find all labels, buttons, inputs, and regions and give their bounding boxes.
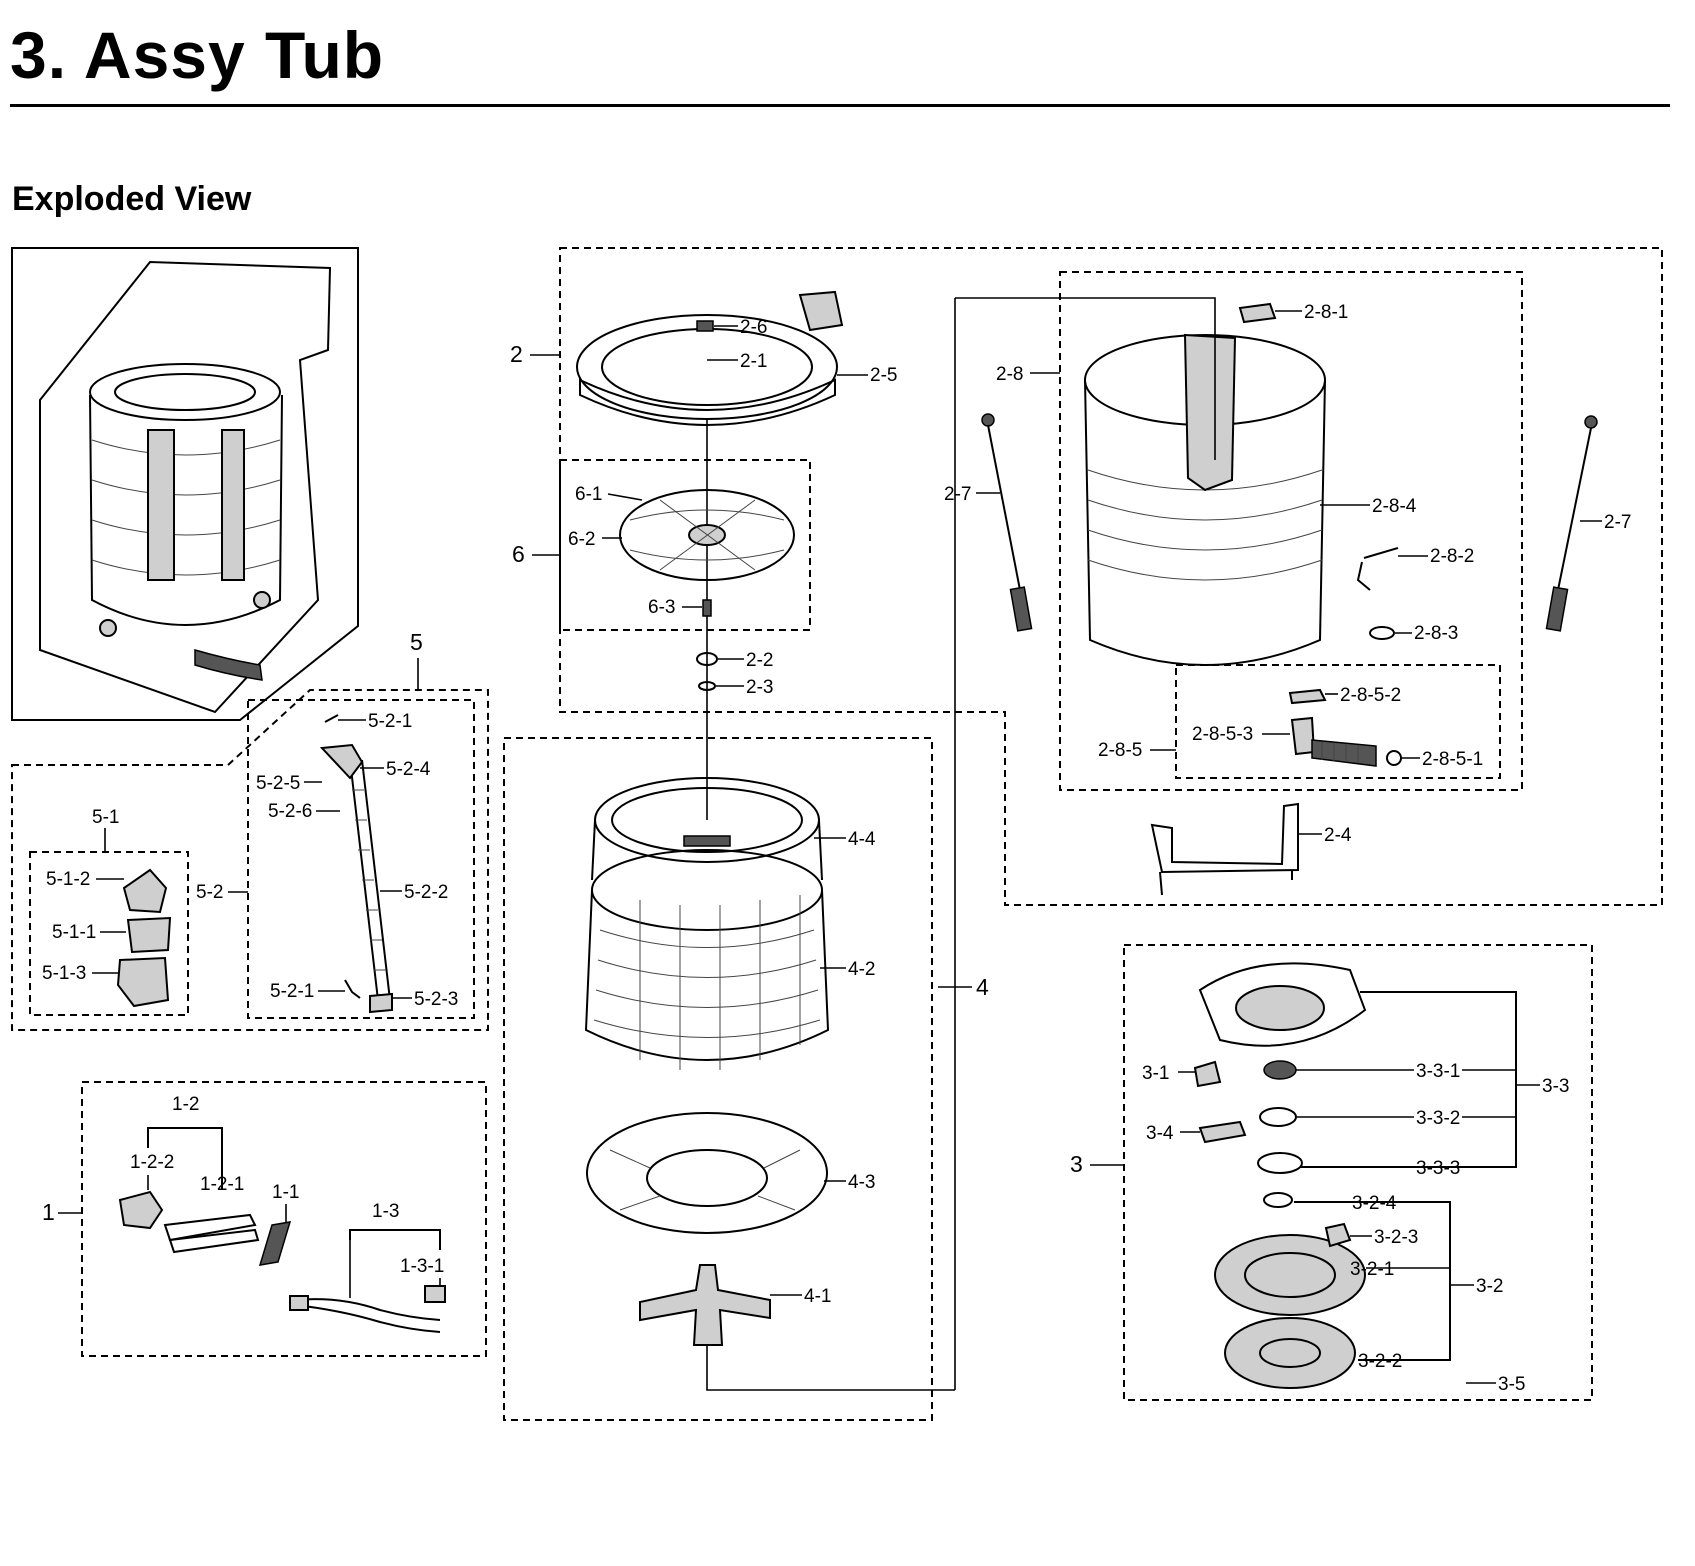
label-5-2-1-bottom: 5-2-1 bbox=[270, 981, 314, 1002]
label-3-2-1: 3-2-1 bbox=[1350, 1259, 1394, 1280]
label-4: 4 bbox=[976, 974, 989, 1000]
wire-harness-icon bbox=[289, 1285, 446, 1333]
label-2-8-5-3: 2-8-5-3 bbox=[1192, 724, 1253, 745]
label-2-7-left: 2-7 bbox=[944, 484, 971, 505]
label-5-1-2: 5-1-2 bbox=[46, 869, 90, 890]
group-2-8-outer-tub: 2-8-1 2-8 2-7 2-7 2-8-4 2-8-2 2-8-3 bbox=[944, 271, 1631, 1390]
label-2: 2 bbox=[510, 341, 523, 367]
title-rule bbox=[10, 104, 1670, 107]
label-5-1-3: 5-1-3 bbox=[42, 963, 86, 984]
drain-hose-icon bbox=[1290, 716, 1377, 767]
label-5: 5 bbox=[410, 629, 423, 655]
pulsator-disc-icon bbox=[619, 489, 795, 581]
label-1-3-1: 1-3-1 bbox=[400, 1256, 444, 1277]
label-2-2: 2-2 bbox=[746, 650, 773, 671]
overview-panel bbox=[11, 247, 359, 721]
label-2-8-3: 2-8-3 bbox=[1414, 623, 1458, 644]
label-2-8-2: 2-8-2 bbox=[1430, 546, 1474, 567]
label-3-2: 3-2 bbox=[1476, 1276, 1503, 1297]
label-3-3-3: 3-3-3 bbox=[1416, 1158, 1460, 1179]
label-5-1-1: 5-1-1 bbox=[52, 922, 96, 943]
label-5-2-1-top: 5-2-1 bbox=[368, 711, 412, 732]
label-1-2: 1-2 bbox=[172, 1094, 199, 1115]
label-4-3: 4-3 bbox=[848, 1172, 875, 1193]
label-2-6: 2-6 bbox=[740, 317, 767, 338]
group-3-motor: 3 3-1 3-4 3-3-1 3-3-2 3-3-3 3-3 bbox=[1070, 944, 1593, 1401]
label-5-2-6: 5-2-6 bbox=[268, 801, 312, 822]
label-1-2-1: 1-2-1 bbox=[200, 1174, 244, 1195]
suspension-rod-right bbox=[1545, 415, 1598, 632]
label-3-4: 3-4 bbox=[1146, 1123, 1174, 1144]
label-1-1: 1-1 bbox=[272, 1182, 299, 1203]
label-2-7-right: 2-7 bbox=[1604, 512, 1631, 533]
label-3: 3 bbox=[1070, 1151, 1083, 1177]
label-6-2: 6-2 bbox=[568, 529, 595, 550]
label-2-8-4: 2-8-4 bbox=[1372, 496, 1417, 517]
label-2-8-5: 2-8-5 bbox=[1098, 740, 1142, 761]
label-3-5: 3-5 bbox=[1498, 1374, 1525, 1395]
label-2-3: 2-3 bbox=[746, 677, 773, 698]
label-3-2-3: 3-2-3 bbox=[1374, 1227, 1418, 1248]
label-5-1: 5-1 bbox=[92, 807, 119, 828]
label-3-2-2: 3-2-2 bbox=[1358, 1351, 1402, 1372]
heater-icon bbox=[118, 1190, 260, 1254]
label-2-8: 2-8 bbox=[996, 364, 1023, 385]
tub-bracket-icon bbox=[1150, 802, 1299, 896]
inner-basket-icon bbox=[584, 777, 830, 1070]
label-1-3: 1-3 bbox=[372, 1201, 399, 1222]
tub-base-icon bbox=[586, 1112, 828, 1234]
motor-stator-rotor-icon bbox=[1198, 962, 1367, 1389]
label-1-2-2: 1-2-2 bbox=[130, 1152, 174, 1173]
label-6-1: 6-1 bbox=[575, 484, 602, 505]
section-heading: Exploded View bbox=[12, 180, 252, 218]
label-2-8-1: 2-8-1 bbox=[1304, 302, 1348, 323]
label-5-2-5: 5-2-5 bbox=[256, 773, 300, 794]
label-2-5: 2-5 bbox=[870, 365, 897, 386]
label-5-2-3: 5-2-3 bbox=[414, 989, 458, 1010]
label-3-3-1: 3-3-1 bbox=[1416, 1061, 1460, 1082]
page-title: 3. Assy Tub bbox=[10, 18, 385, 92]
label-3-1: 3-1 bbox=[1142, 1063, 1169, 1084]
label-1: 1 bbox=[42, 1199, 55, 1225]
outer-tub-icon bbox=[1084, 302, 1326, 666]
label-5-2: 5-2 bbox=[196, 882, 223, 903]
group-2-cover: 2 2-6 2-1 2-5 6 6-1 6-2 6-3 2-2 2-3 bbox=[510, 247, 1663, 906]
label-6: 6 bbox=[512, 541, 525, 567]
group-1-heater: 1 1-2 1-2-2 1-2-1 1-1 1-3 1-3-1 bbox=[42, 1081, 487, 1357]
group-4-inner-tub: 4-4 4-2 4 4-3 4-1 bbox=[503, 737, 989, 1421]
group-5-water: 5 5-1 5-1-2 5-1-1 5-1-3 5-2 5-2-1 5-2-5 bbox=[11, 629, 489, 1031]
flange-shaft-icon bbox=[639, 1264, 771, 1346]
valve-parts-icon bbox=[116, 868, 172, 1008]
label-2-8-5-1: 2-8-5-1 bbox=[1422, 749, 1483, 770]
assembled-tub-icon bbox=[39, 260, 332, 714]
label-3-2-4: 3-2-4 bbox=[1352, 1193, 1397, 1214]
label-4-1: 4-1 bbox=[804, 1286, 831, 1307]
label-3-3-2: 3-3-2 bbox=[1416, 1108, 1460, 1129]
suspension-rod-left bbox=[981, 413, 1033, 632]
label-2-8-5-2: 2-8-5-2 bbox=[1340, 685, 1401, 706]
label-6-3: 6-3 bbox=[648, 597, 675, 618]
inlet-hose-icon bbox=[319, 714, 393, 1014]
label-2-4: 2-4 bbox=[1324, 825, 1352, 846]
label-4-4: 4-4 bbox=[848, 829, 876, 850]
tub-cover-ring-icon bbox=[576, 290, 844, 426]
label-2-1: 2-1 bbox=[740, 351, 767, 372]
label-5-2-4: 5-2-4 bbox=[386, 759, 431, 780]
label-3-3: 3-3 bbox=[1542, 1076, 1569, 1097]
label-4-2: 4-2 bbox=[848, 959, 875, 980]
label-5-2-2: 5-2-2 bbox=[404, 882, 448, 903]
